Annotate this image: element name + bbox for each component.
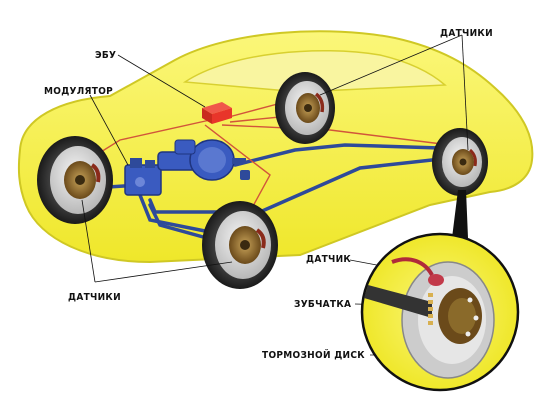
label-ecu: ЭБУ [95, 50, 116, 61]
tone-ring-teeth [428, 293, 433, 325]
wheel-rear-left [275, 72, 335, 144]
label-tone-ring: ЗУБЧАТКА [294, 299, 351, 310]
label-sensors-bottom: ДАТЧИКИ [68, 292, 121, 303]
car-window [182, 49, 447, 93]
ecu-unit [202, 102, 232, 124]
wheel-rear-right [432, 128, 488, 196]
wheel-front-left [37, 136, 113, 224]
brake-booster [157, 139, 250, 181]
modulator-unit [124, 158, 162, 196]
label-modulator: МОДУЛЯТОР [44, 86, 113, 97]
zoom-pointer [452, 190, 468, 238]
wheel-front-right [202, 201, 278, 289]
label-brake-disc: ТОРМОЗНОЙ ДИСК [262, 348, 365, 361]
car-body [17, 30, 534, 264]
zoom-detail [360, 232, 520, 392]
label-sensors-top: ДАТЧИКИ [440, 28, 493, 39]
label-sensor: ДАТЧИК [306, 254, 351, 265]
